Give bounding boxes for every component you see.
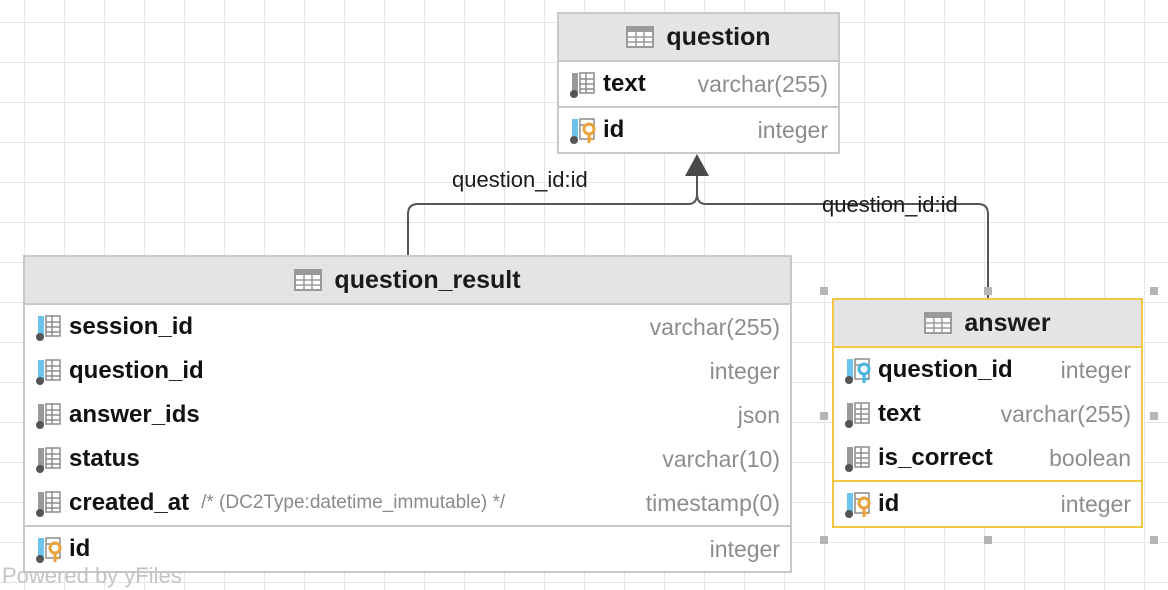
column-icon <box>36 359 61 385</box>
column-type: integer <box>1060 490 1131 517</box>
primary-key-icon <box>36 537 62 563</box>
divider <box>559 106 838 108</box>
resize-handle-se[interactable] <box>1150 536 1158 544</box>
column-type: integer <box>757 116 828 143</box>
column-icon <box>36 447 61 473</box>
column-type: varchar(255) <box>1000 400 1131 427</box>
resize-handle-w[interactable] <box>820 412 828 420</box>
column-row[interactable]: is_correct boolean <box>834 436 1141 480</box>
resize-handle-sw[interactable] <box>820 536 828 544</box>
table-header: answer <box>834 300 1141 348</box>
column-row[interactable]: answer_ids json <box>25 393 790 437</box>
column-name: text <box>878 400 921 427</box>
edge-label-answer: question_id:id <box>822 192 958 217</box>
table-name: question <box>666 22 771 51</box>
column-row[interactable]: status varchar(10) <box>25 437 790 481</box>
column-name: session_id <box>69 313 194 340</box>
edge-label-question-result: question_id:id <box>452 167 588 192</box>
table-header: question <box>559 14 838 62</box>
column-icon <box>36 315 61 341</box>
column-name: id <box>69 535 91 562</box>
column-icon <box>845 446 870 472</box>
primary-key-row[interactable]: id integer <box>25 527 790 571</box>
column-type: varchar(10) <box>662 445 780 472</box>
divider <box>834 480 1141 482</box>
table-answer[interactable]: answer question_id integer text varchar(… <box>832 298 1143 528</box>
column-row[interactable]: created_at /* (DC2Type:datetime_immutabl… <box>25 481 790 525</box>
column-name: created_at <box>69 489 190 516</box>
resize-handle-e[interactable] <box>1150 412 1158 420</box>
table-icon <box>924 312 953 334</box>
foreign-key-icon <box>845 358 871 384</box>
primary-key-row[interactable]: id integer <box>834 482 1141 526</box>
column-row[interactable]: text varchar(255) <box>834 392 1141 436</box>
column-name: id <box>603 116 625 143</box>
resize-handle-nw[interactable] <box>820 287 828 295</box>
resize-handle-s[interactable] <box>984 536 992 544</box>
column-icon <box>36 491 61 517</box>
column-type: boolean <box>1049 444 1131 471</box>
resize-handle-n[interactable] <box>984 287 992 295</box>
edge-arrowhead <box>685 154 709 176</box>
column-type: timestamp(0) <box>645 489 780 516</box>
table-name: question_result <box>334 265 521 294</box>
table-header: question_result <box>25 257 790 305</box>
column-type: integer <box>1060 356 1131 383</box>
divider <box>25 525 790 527</box>
column-type: varchar(255) <box>649 313 780 340</box>
table-name: answer <box>964 308 1051 337</box>
column-row[interactable]: question_id integer <box>25 349 790 393</box>
column-comment: /* (DC2Type:datetime_immutable) */ <box>201 492 506 513</box>
column-name: question_id <box>878 356 1013 383</box>
column-type: integer <box>709 357 780 384</box>
table-question-result[interactable]: question_result session_id varchar(255) … <box>23 255 792 573</box>
primary-key-row[interactable]: id integer <box>559 108 838 152</box>
column-row[interactable]: text varchar(255) <box>559 62 838 106</box>
watermark: Powered by yFiles <box>2 563 182 588</box>
column-icon <box>570 72 595 98</box>
column-type: json <box>737 401 780 428</box>
resize-handle-ne[interactable] <box>1150 287 1158 295</box>
column-name: text <box>603 70 646 97</box>
edge-answer-to-question[interactable] <box>696 193 989 298</box>
column-row[interactable]: session_id varchar(255) <box>25 305 790 349</box>
column-type: integer <box>709 535 780 562</box>
primary-key-icon <box>570 118 596 144</box>
column-type: varchar(255) <box>697 70 828 97</box>
table-question[interactable]: question text varchar(255) id integer <box>557 12 840 154</box>
column-name: question_id <box>69 357 204 384</box>
column-name: is_correct <box>878 444 993 471</box>
column-icon <box>845 402 870 428</box>
foreign-key-row[interactable]: question_id integer <box>834 348 1141 392</box>
column-name: status <box>69 445 140 472</box>
primary-key-icon <box>845 492 871 518</box>
table-icon <box>626 26 655 48</box>
table-icon <box>294 269 323 291</box>
column-name: id <box>878 490 900 517</box>
column-name: answer_ids <box>69 401 200 428</box>
column-icon <box>36 403 61 429</box>
